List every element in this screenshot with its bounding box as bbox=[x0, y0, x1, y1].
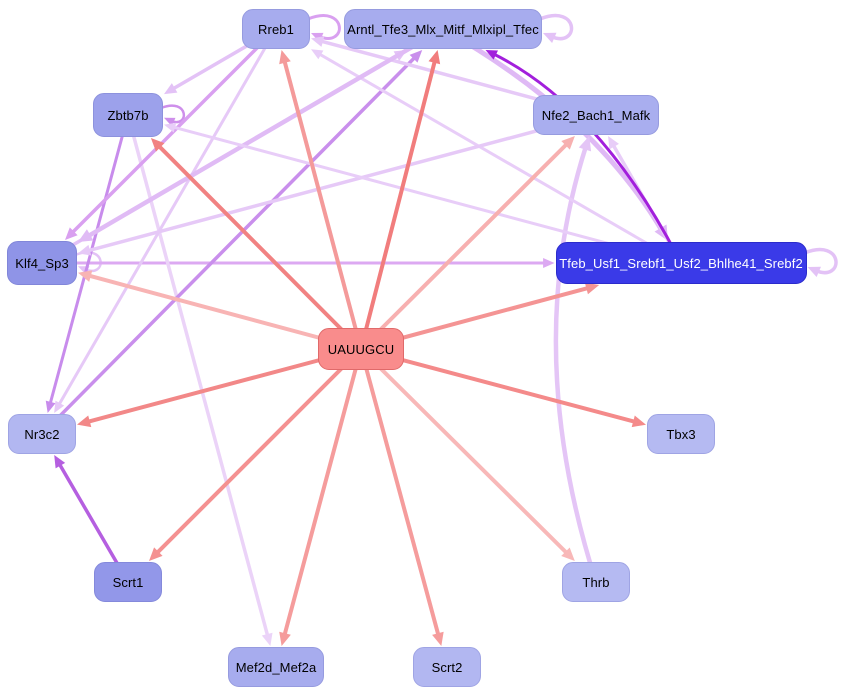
edge-nr3c2-arntl-arrowhead bbox=[409, 50, 423, 63]
self-loop-arntl[interactable] bbox=[538, 13, 574, 41]
node-scrt2[interactable]: Scrt2 bbox=[413, 647, 481, 687]
edge-arntl-klf4-arrowhead bbox=[78, 229, 94, 242]
edge-center-tfeb-arrowhead bbox=[584, 282, 600, 295]
node-rreb1[interactable]: Rreb1 bbox=[242, 9, 310, 49]
node-tfeb[interactable]: Tfeb_Usf1_Srebf1_Usf2_Bhlhe41_Srebf2 bbox=[555, 242, 807, 284]
edge-center-mef2d[interactable] bbox=[281, 347, 363, 640]
node-arntl[interactable]: Arntl_Tfe3_Mlx_Mitf_Mlxipl_Tfec bbox=[344, 9, 542, 49]
edge-center-scrt2[interactable] bbox=[359, 347, 441, 640]
edge-tfeb-rreb1[interactable] bbox=[316, 51, 683, 265]
node-label: Nfe2_Bach1_Mafk bbox=[541, 107, 651, 123]
node-label: Nr3c2 bbox=[24, 426, 60, 442]
node-thrb[interactable]: Thrb bbox=[562, 562, 630, 602]
self-loop-rreb1[interactable] bbox=[306, 14, 341, 40]
node-label: Tfeb_Usf1_Srebf1_Usf2_Bhlhe41_Srebf2 bbox=[559, 255, 803, 271]
node-label: Mef2d_Mef2a bbox=[235, 659, 317, 675]
node-label: UAUUGCU bbox=[327, 341, 395, 357]
node-center[interactable]: UAUUGCU bbox=[318, 328, 404, 370]
edge-rreb1-nr3c2[interactable] bbox=[56, 27, 278, 408]
edge-center-thrb[interactable] bbox=[359, 347, 571, 557]
edge-nfe2-rreb1-arrowhead bbox=[311, 36, 325, 47]
edge-center-scrt1-arrowhead bbox=[149, 547, 163, 561]
node-tbx3[interactable]: Tbx3 bbox=[647, 414, 715, 454]
edge-tfeb-arntl[interactable] bbox=[491, 52, 683, 265]
edge-thrb-nfe2[interactable] bbox=[553, 143, 599, 585]
edge-tfeb-zbtb7b[interactable] bbox=[170, 125, 683, 265]
edge-nfe2-klf4[interactable] bbox=[84, 113, 598, 253]
edge-tfeb-arntl-arrowhead bbox=[485, 50, 498, 60]
edge-center-klf4[interactable] bbox=[84, 273, 363, 351]
edge-center-mef2d-arrowhead bbox=[279, 631, 291, 646]
edge-center-scrt2-arrowhead bbox=[432, 631, 444, 646]
node-label: Scrt2 bbox=[431, 659, 463, 675]
node-label: Arntl_Tfe3_Mlx_Mitf_Mlxipl_Tfec bbox=[347, 21, 539, 37]
edge-center-tbx3-arrowhead bbox=[631, 415, 646, 428]
edge-center-rreb1-arrowhead bbox=[279, 50, 291, 65]
edge-arntl-klf4[interactable] bbox=[84, 26, 446, 240]
node-label: Rreb1 bbox=[258, 21, 294, 37]
edge-zbtb7b-nr3c2-arrowhead bbox=[45, 400, 56, 413]
edge-center-tbx3[interactable] bbox=[359, 347, 640, 425]
edge-rreb1-nr3c2-arrowhead bbox=[54, 400, 65, 413]
edge-nr3c2-arntl[interactable] bbox=[40, 54, 418, 436]
edge-tfeb-rreb1-arrowhead bbox=[311, 49, 324, 60]
node-scrt1[interactable]: Scrt1 bbox=[94, 562, 162, 602]
edge-center-scrt1[interactable] bbox=[153, 347, 363, 557]
edge-thrb-nfe2-arrowhead bbox=[578, 136, 592, 152]
node-nfe2[interactable]: Nfe2_Bach1_Mafk bbox=[533, 95, 659, 135]
node-klf4[interactable]: Klf4_Sp3 bbox=[7, 241, 77, 285]
node-label: Tbx3 bbox=[666, 426, 696, 442]
self-loop-tfeb-arrowhead bbox=[807, 266, 821, 277]
edge-center-nfe2[interactable] bbox=[359, 140, 571, 351]
edge-center-nr3c2[interactable] bbox=[83, 347, 363, 425]
edge-center-zbtb7b[interactable] bbox=[155, 142, 363, 351]
edge-center-arntl[interactable] bbox=[359, 56, 438, 351]
node-label: Scrt1 bbox=[112, 574, 144, 590]
edge-center-zbtb7b-arrowhead bbox=[150, 138, 165, 152]
edge-zbtb7b-mef2d[interactable] bbox=[126, 113, 270, 640]
node-label: Zbtb7b bbox=[107, 107, 149, 123]
edge-rreb1-klf4-arrowhead bbox=[65, 227, 78, 240]
node-label: Klf4_Sp3 bbox=[15, 255, 69, 271]
edge-rreb1-zbtb7b-arrowhead bbox=[164, 83, 178, 95]
edge-zbtb7b-nr3c2[interactable] bbox=[48, 113, 130, 407]
node-zbtb7b[interactable]: Zbtb7b bbox=[93, 93, 163, 137]
edge-tfeb-zbtb7b-arrowhead bbox=[164, 122, 177, 133]
self-loop-arntl-arrowhead bbox=[543, 32, 557, 43]
edge-center-nfe2-arrowhead bbox=[561, 136, 575, 150]
edge-zbtb7b-mef2d-arrowhead bbox=[261, 632, 273, 646]
self-loop-zbtb7b[interactable] bbox=[159, 104, 185, 124]
edge-center-nr3c2-arrowhead bbox=[77, 415, 92, 428]
edge-center-arntl-arrowhead bbox=[428, 50, 441, 65]
edge-nfe2-klf4-arrowhead bbox=[78, 244, 92, 256]
edge-center-rreb1[interactable] bbox=[281, 56, 363, 351]
node-nr3c2[interactable]: Nr3c2 bbox=[8, 414, 76, 454]
edge-center-thrb-arrowhead bbox=[561, 547, 575, 561]
node-label: Thrb bbox=[582, 574, 610, 590]
edge-tfeb-nfe2-arrowhead bbox=[608, 136, 619, 150]
self-loop-tfeb[interactable] bbox=[802, 247, 838, 275]
edge-scrt1-nr3c2-arrowhead bbox=[54, 455, 66, 469]
node-mef2d[interactable]: Mef2d_Mef2a bbox=[228, 647, 324, 687]
edge-center-klf4-arrowhead bbox=[78, 270, 93, 282]
edge-klf4-tfeb-arrowhead bbox=[543, 257, 555, 269]
